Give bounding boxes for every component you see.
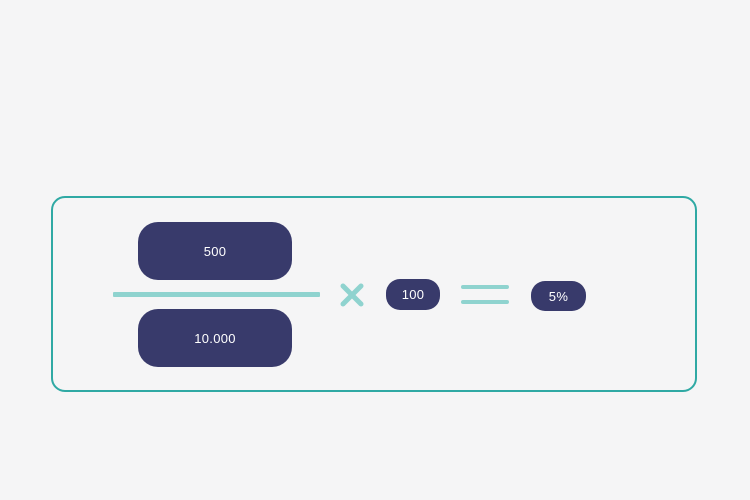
numerator-value: 500 <box>203 243 227 259</box>
equals-top-bar <box>461 285 509 289</box>
formula-frame <box>51 196 697 392</box>
denominator-value: 10.000 <box>194 330 236 346</box>
numerator-box: 500 <box>138 222 292 280</box>
fraction-bar <box>113 292 320 297</box>
equals-icon <box>461 283 509 307</box>
equals-bottom-bar <box>461 300 509 304</box>
result-box: 5% <box>531 281 586 311</box>
multiplier-value: 100 <box>401 287 425 302</box>
times-icon <box>339 282 365 308</box>
denominator-box: 10.000 <box>138 309 292 367</box>
multiplier-box: 100 <box>386 279 440 310</box>
result-value: 5% <box>548 288 569 304</box>
